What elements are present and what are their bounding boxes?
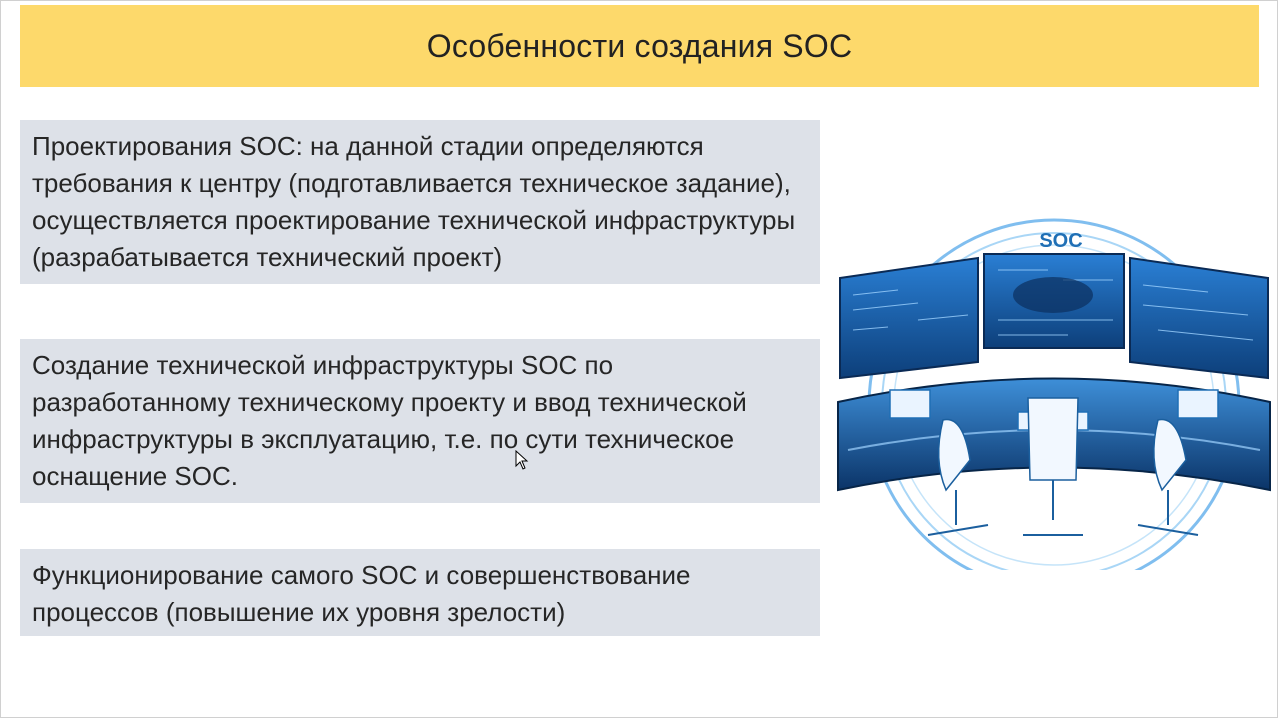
soc-label: SOC <box>1039 230 1082 252</box>
slide-title: Особенности создания SOC <box>426 27 853 64</box>
stage-text-creation: Создание технической инфраструктуры SOC … <box>32 350 747 491</box>
stage-box-operation: Функционирование самого SOC и совершенст… <box>20 549 820 636</box>
stage-text-operation: Функционирование самого SOC и совершенст… <box>32 560 691 627</box>
soc-control-room-illustration: SOC <box>837 218 1271 570</box>
mouse-cursor-icon <box>515 450 529 470</box>
title-bar: Особенности создания SOC <box>20 5 1259 87</box>
stage-text-design: Проектирования SOC: на данной стадии опр… <box>32 131 796 272</box>
stage-box-creation: Создание технической инфраструктуры SOC … <box>20 339 820 503</box>
stage-box-design: Проектирования SOC: на данной стадии опр… <box>20 120 820 284</box>
